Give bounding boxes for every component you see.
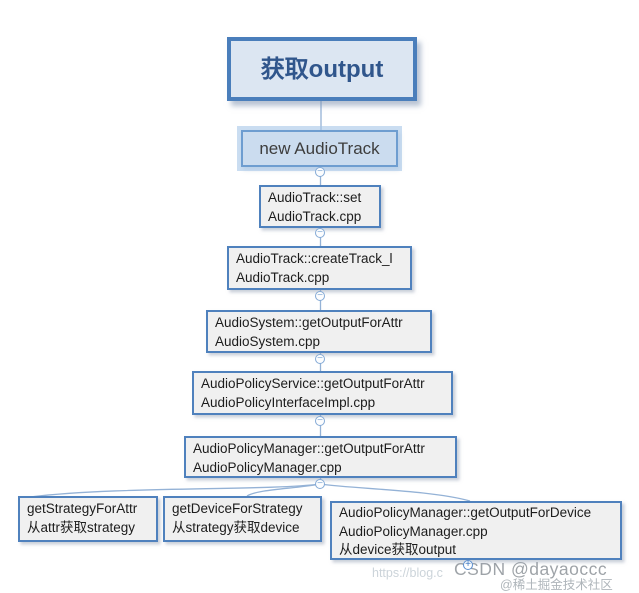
- node-new-audiotrack[interactable]: new AudioTrack: [241, 130, 398, 167]
- node-get-output-label: 获取output: [260, 55, 384, 83]
- branch-curve-right: [320, 483, 471, 502]
- collapse-handle[interactable]: −: [315, 354, 325, 364]
- node-audiotrack-set[interactable]: AudioTrack::set AudioTrack.cpp: [259, 185, 381, 228]
- collapse-handle[interactable]: −: [315, 479, 325, 489]
- collapse-handle[interactable]: −: [315, 167, 325, 177]
- watermark-community: @稀土掘金技术社区: [500, 578, 613, 592]
- source-file: AudioPolicyManager.cpp: [193, 460, 342, 475]
- description: 从device获取output: [339, 542, 457, 557]
- node-audiopolicyservice-getoutputforattr[interactable]: AudioPolicyService::getOutputForAttr Aud…: [192, 371, 453, 415]
- source-file: AudioSystem.cpp: [215, 334, 321, 349]
- source-file: AudioPolicyManager.cpp: [339, 523, 488, 539]
- branch-curve-left: [29, 483, 321, 498]
- function-name: getStrategyForAttr: [27, 501, 138, 516]
- description: 从strategy获取device: [172, 520, 300, 535]
- node-getstrategyforattr[interactable]: getStrategyForAttr 从attr获取strategy: [18, 496, 158, 542]
- expand-handle[interactable]: +: [463, 560, 473, 570]
- source-file: AudioTrack.cpp: [268, 209, 362, 224]
- function-name: AudioPolicyService::getOutputForAttr: [201, 376, 425, 391]
- function-name: AudioSystem::getOutputForAttr: [215, 315, 403, 330]
- collapse-handle[interactable]: −: [315, 416, 325, 426]
- node-get-output[interactable]: 获取output: [227, 37, 417, 101]
- watermark-url: https://blog.c: [372, 566, 443, 580]
- collapse-handle[interactable]: −: [315, 291, 325, 301]
- node-getdeviceforstrategy[interactable]: getDeviceForStrategy 从strategy获取device: [163, 496, 322, 542]
- branch-curve-middle: [246, 483, 321, 497]
- node-audiosystem-getoutputforattr[interactable]: AudioSystem::getOutputForAttr AudioSyste…: [206, 310, 432, 353]
- source-file: AudioTrack.cpp: [236, 270, 330, 285]
- node-new-audiotrack-label: new AudioTrack: [259, 139, 380, 158]
- node-audiotrack-createtrack[interactable]: AudioTrack::createTrack_l AudioTrack.cpp: [227, 246, 412, 290]
- node-getoutputfordevice[interactable]: AudioPolicyManager::getOutputForDevice A…: [330, 501, 622, 560]
- description: 从attr获取strategy: [27, 520, 136, 535]
- watermark-csdn-author: CSDN @dayaoccc: [454, 559, 608, 579]
- function-name: AudioTrack::set: [268, 190, 362, 205]
- function-name: AudioPolicyManager::getOutputForDevice: [339, 505, 592, 520]
- node-audiopolicymanager-getoutputforattr[interactable]: AudioPolicyManager::getOutputForAttr Aud…: [184, 436, 457, 478]
- collapse-handle[interactable]: −: [315, 228, 325, 238]
- source-file: AudioPolicyInterfaceImpl.cpp: [201, 395, 376, 410]
- function-name: getDeviceForStrategy: [172, 501, 303, 516]
- function-name: AudioPolicyManager::getOutputForAttr: [193, 441, 425, 456]
- function-name: AudioTrack::createTrack_l: [236, 251, 393, 266]
